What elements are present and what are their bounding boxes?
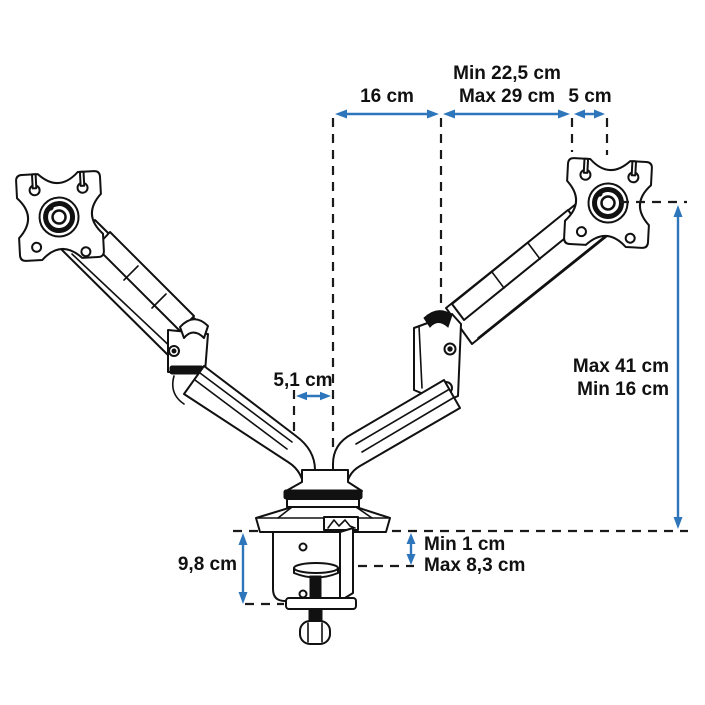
dim-label-16cm: 16 cm [360, 86, 414, 107]
dimension-pole-offset: 5,1 cm [273, 370, 333, 401]
dimension-top-left: 16 cm [335, 86, 439, 119]
dim-label-5-1cm: 5,1 cm [273, 370, 332, 391]
clamp-pad-top [293, 562, 339, 574]
arrowhead-left [443, 109, 455, 119]
keyhole-slot-neck [582, 157, 590, 174]
center-pole [283, 469, 363, 508]
tension-screw-dot [47, 204, 54, 211]
dim-label-max-8-3cm: Max 8,3 cm [424, 555, 525, 576]
base-facet-line [355, 506, 373, 519]
monitor-arm-figure [15, 157, 653, 645]
clamp-knob [299, 620, 331, 645]
right-elbow-cap [423, 310, 453, 328]
dim-label-max-29cm: Max 29 cm [459, 86, 555, 107]
clamp-screw-rod-upper [309, 575, 322, 599]
keyhole-slot-neck [30, 173, 38, 190]
arm-edge-line [355, 389, 449, 445]
arm-panel-divider [151, 293, 167, 309]
arm-edge-line [199, 372, 293, 443]
arm-panel-divider [527, 242, 541, 260]
dimension-top-center: Min 22,5 cm Max 29 cm [443, 63, 570, 119]
clamp-side-face [339, 527, 354, 602]
pivot-center-hole [51, 209, 67, 225]
right-forearm-body [332, 379, 461, 493]
desk-clamp [272, 527, 357, 645]
clamp-screw-hole [298, 589, 308, 599]
arm-edge-line [71, 253, 177, 353]
arrowhead-right [427, 109, 439, 119]
dimension-desk-thickness: Min 1 cm Max 8,3 cm [406, 533, 525, 576]
dim-label-min-1cm: Min 1 cm [424, 534, 505, 555]
elbow-facet-line [418, 325, 423, 389]
arrowhead-up [238, 533, 248, 545]
arm-panel-divider [123, 265, 139, 281]
elbow-screw-center [447, 346, 453, 352]
arm-edge-line [194, 379, 288, 450]
dimension-clamp-height: 9,8 cm [178, 533, 248, 604]
pivot-boss-ring [592, 187, 624, 219]
vesa-screw-hole [575, 226, 587, 238]
arm-panel-divider [491, 271, 505, 289]
tension-screw-dot [596, 190, 603, 197]
pivot-boss-ring [43, 201, 76, 234]
dim-label-9-8cm: 9,8 cm [178, 554, 237, 575]
dim-label-max-41cm: Max 41 cm [573, 356, 669, 377]
keyhole-slot-neck [630, 160, 638, 177]
elbow-hook-line [171, 375, 185, 405]
vesa-screw-hole [624, 232, 636, 244]
keyhole-slot-neck [78, 170, 86, 187]
right-forearm [332, 379, 461, 493]
dim-label-min-22-5cm: Min 22,5 cm [453, 63, 561, 84]
arrowhead-left [335, 109, 347, 119]
extension-lines [233, 118, 688, 606]
left-elbow-joint [167, 318, 209, 405]
dim-label-min-16cm: Min 16 cm [577, 379, 669, 400]
dimension-annotations: 16 cm Min 22,5 cm Max 29 cm 5 cm 5,1 cm [178, 63, 683, 604]
arrowhead-down [238, 592, 248, 604]
elbow-screw-center [171, 348, 177, 354]
dimension-height-range: Max 41 cm Min 16 cm [573, 205, 683, 529]
arrowhead-left [574, 109, 585, 119]
dim-label-5cm: 5 cm [568, 86, 611, 107]
arm-edge-line [477, 236, 605, 339]
pivot-center-hole [600, 195, 616, 211]
base-facet-line [277, 506, 293, 519]
arrowhead-up [406, 533, 416, 544]
arrowhead-down [406, 554, 416, 565]
arrowhead-right [594, 109, 605, 119]
dimension-top-right: 5 cm [568, 86, 612, 119]
arrowhead-left [296, 391, 307, 401]
arm-edge-line [361, 397, 454, 453]
left-elbow-cap [179, 318, 209, 339]
vesa-screw-hole [31, 241, 43, 253]
pole-collar-band [283, 489, 363, 500]
pole-collar-white [286, 498, 360, 508]
vesa-screw-hole [80, 246, 92, 258]
vesa-plate-left [15, 170, 105, 262]
arrowhead-right [320, 391, 331, 401]
clamp-lower-jaw [285, 597, 357, 610]
cable-clip-zigzag [327, 519, 356, 529]
desk-base [255, 506, 391, 533]
clamp-screw-hole [298, 542, 308, 552]
vesa-plate-right [563, 157, 653, 249]
arrowhead-right [558, 109, 570, 119]
arrowhead-down [673, 517, 683, 529]
arrowhead-up [673, 205, 683, 217]
